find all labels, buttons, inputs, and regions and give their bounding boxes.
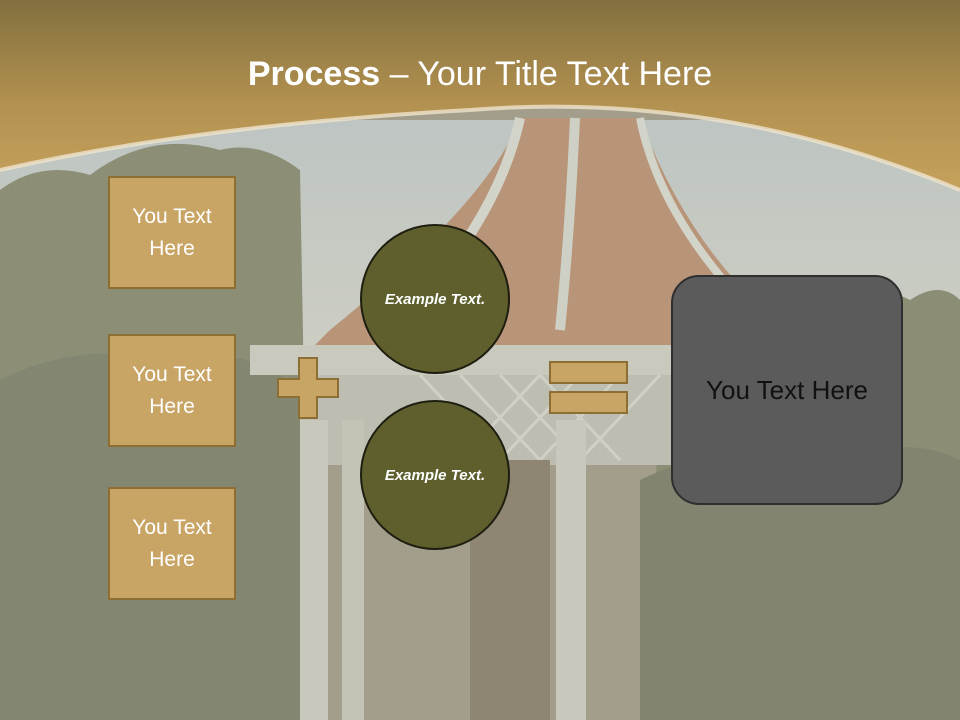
text-box-3-label: You Text Here xyxy=(132,515,212,571)
text-box-2[interactable]: You Text Here xyxy=(108,334,236,447)
slide-title: Process – Your Title Text Here xyxy=(0,48,960,100)
operand-circle-2-label: Example Text. xyxy=(384,466,486,484)
result-box[interactable]: You Text Here xyxy=(671,275,903,505)
text-box-3[interactable]: You Text Here xyxy=(108,487,236,600)
text-box-2-label: You Text Here xyxy=(132,362,212,418)
text-box-1-label: You Text Here xyxy=(132,204,212,260)
result-box-label: You Text Here xyxy=(706,375,868,405)
text-box-1[interactable]: You Text Here xyxy=(108,176,236,289)
equals-icon xyxy=(549,361,628,414)
plus-icon xyxy=(277,357,339,419)
operand-circle-1-label: Example Text. xyxy=(384,290,486,308)
operand-circle-2[interactable]: Example Text. xyxy=(360,400,510,550)
title-rest-part: – Your Title Text Here xyxy=(380,55,713,93)
operand-circle-1[interactable]: Example Text. xyxy=(360,224,510,374)
title-bold-part: Process xyxy=(247,55,381,93)
